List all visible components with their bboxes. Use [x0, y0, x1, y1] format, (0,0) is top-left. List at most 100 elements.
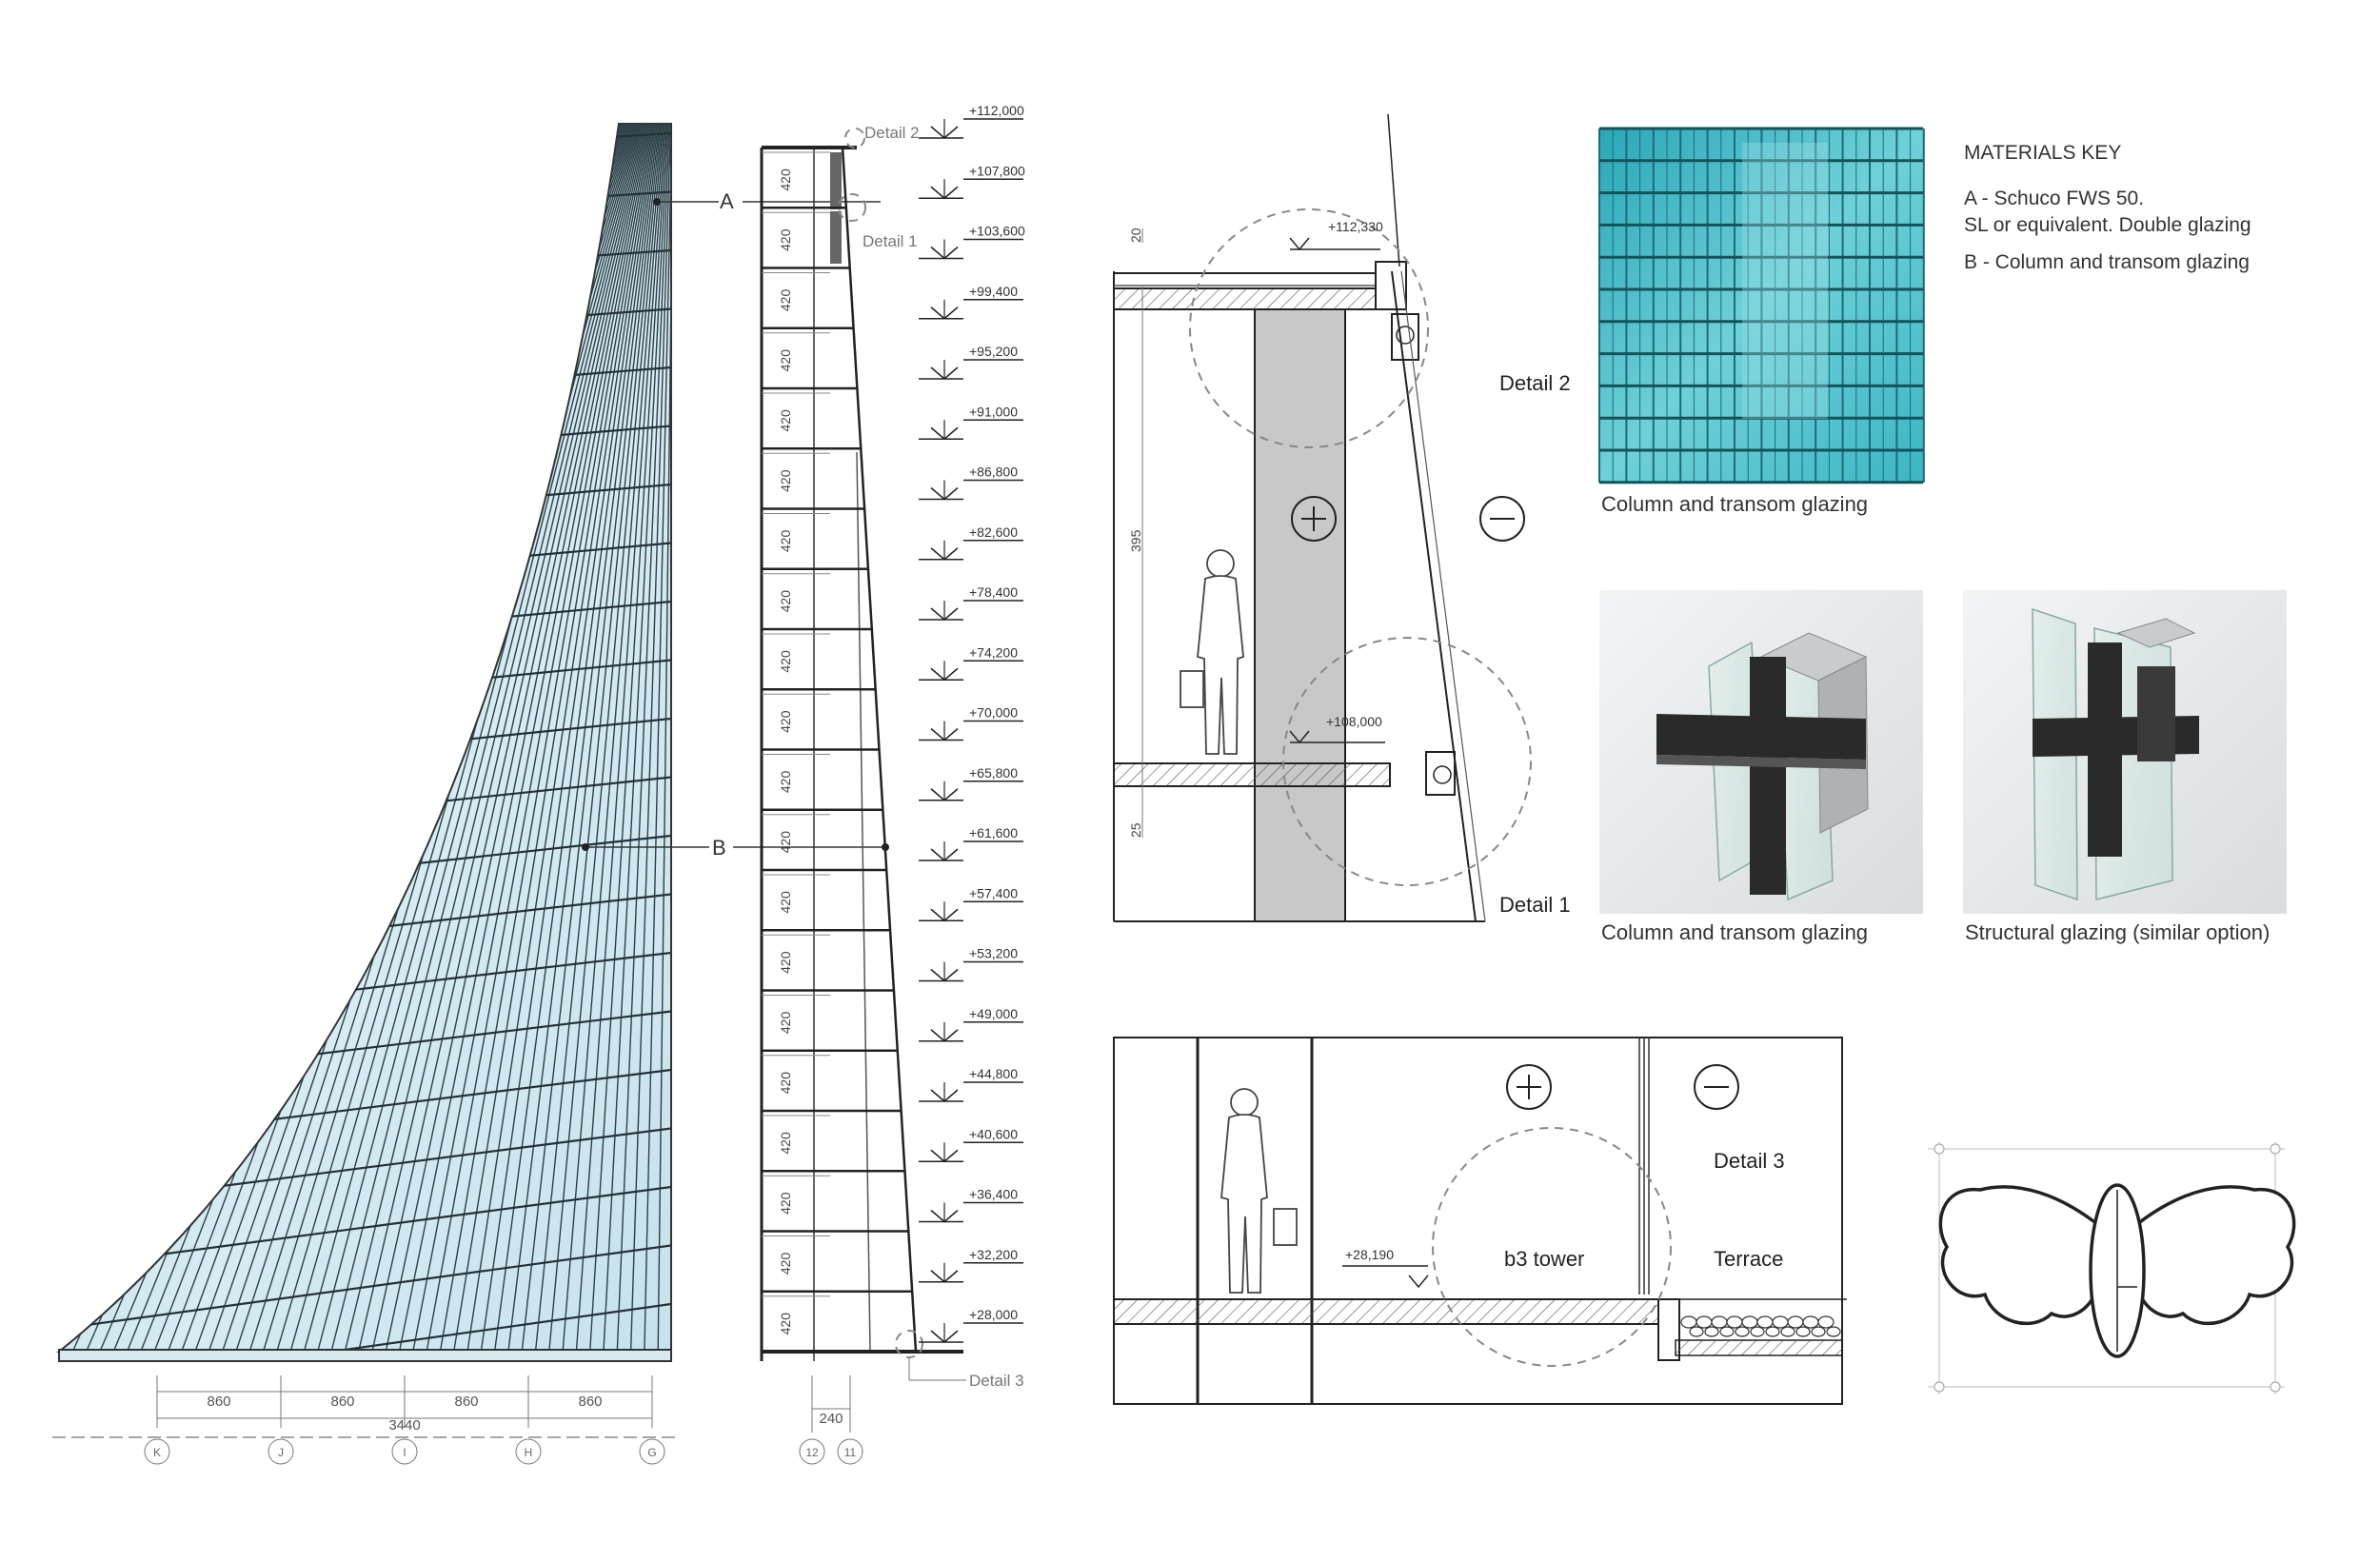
section-floors: 4204204204204204204204204204204204204204…: [762, 146, 913, 1334]
detail3-label: Detail 3: [1714, 1149, 1785, 1173]
detail-lower-floor-slab: [1113, 1298, 1659, 1325]
glass-photo-grid: [1598, 127, 1925, 484]
grid-bubble-h: H: [515, 1438, 542, 1465]
elevation-dimension-chain: 860 860 860 860 3440 K J I H: [144, 1375, 665, 1465]
level-label: +107,800: [969, 163, 1025, 178]
tower-mullion: [562, 124, 665, 1352]
level-label: +112,000: [969, 103, 1024, 118]
pebble: [1750, 1326, 1765, 1337]
tower-mullion: [453, 124, 656, 1352]
tower-transom: [59, 1302, 671, 1352]
detail-upper-minus-symbol: [1479, 496, 1525, 542]
keyplan-node-tl: [1934, 1143, 1945, 1155]
dim-upper-bottom: 25: [1128, 822, 1143, 838]
tower-glass-surface: [56, 123, 672, 1353]
curtainwall-top-extension: [1387, 113, 1400, 267]
pebble: [1772, 1315, 1789, 1329]
section-detail2-marker: [844, 128, 865, 148]
section-facade-inner: [856, 451, 871, 1353]
curtainwall-outer-line: [1391, 270, 1477, 922]
pebble: [1711, 1315, 1728, 1329]
figure-person-upper: [1180, 549, 1244, 755]
detail-upper-roof-slab: [1113, 287, 1391, 310]
render2-caption: Structural glazing (similar option): [1965, 920, 2270, 944]
section-floor-height-label: 420: [778, 831, 793, 854]
section-detail2-label: Detail 2: [864, 124, 920, 142]
level-label: +74,200: [969, 644, 1018, 660]
section-floor-height-label: 420: [778, 891, 793, 914]
level-label: +57,400: [969, 885, 1018, 900]
glass-photo-reflection: [1742, 143, 1828, 419]
pebble: [1811, 1326, 1826, 1337]
detail3-circle: [1432, 1127, 1672, 1367]
section-floor-height-label: 420: [778, 228, 793, 251]
dim-label-4: 860: [578, 1394, 602, 1410]
profile-render-structural: Structural glazing (similar option): [1963, 590, 2287, 944]
tower-transom: [59, 1244, 671, 1331]
section-floor-height-label: 420: [778, 951, 793, 974]
section-floor-height-label: 420: [778, 590, 793, 613]
pebble: [1802, 1315, 1819, 1329]
pebble: [1787, 1315, 1804, 1329]
tower-mullion: [480, 124, 658, 1352]
section-floor-height-label: 420: [778, 469, 793, 492]
section-floor-height-label: 420: [778, 771, 793, 794]
grid-bubble-k: K: [144, 1438, 170, 1465]
dim-upper-mid: 395: [1128, 529, 1143, 552]
pebble: [1696, 1315, 1713, 1329]
figure-person-lower: [1220, 1088, 1298, 1294]
tower-mullion: [412, 124, 652, 1352]
keyplan-node-bl: [1934, 1381, 1945, 1393]
tower-mullion: [426, 124, 653, 1352]
tower-mullion: [385, 124, 649, 1352]
keyplan-wing-right: [2131, 1185, 2296, 1326]
level-markers: +112,000+107,800+103,600+99,400+95,200+9…: [919, 103, 1025, 1343]
materials-line-a1: A - Schuco FWS 50.: [1964, 188, 2144, 209]
tower-mullion: [398, 124, 651, 1352]
materials-line-a2: SL or equivalent. Double glazing: [1964, 214, 2251, 236]
curtainwall-inner-line: [1400, 270, 1486, 922]
section-floor-height-label: 420: [778, 168, 793, 191]
pebble: [1817, 1315, 1835, 1329]
detail1-label: Detail 1: [1499, 893, 1571, 917]
detail-upper-section: 20 395 25 +112,330 +108,000 Detail 2 Det…: [1113, 113, 1571, 922]
detail-lower-frame: [1113, 1037, 1843, 1405]
level-label: +36,400: [969, 1187, 1018, 1202]
pebble: [1795, 1326, 1811, 1337]
materials-title: MATERIALS KEY: [1964, 142, 2121, 164]
level-label: +91,000: [969, 404, 1018, 419]
elev-label-108000: +108,000: [1326, 714, 1382, 729]
render1-caption: Column and transom glazing: [1601, 920, 1868, 944]
keyplan-node-br: [2270, 1381, 2281, 1393]
level-label: +86,800: [969, 465, 1018, 480]
detail-upper-column: [1254, 308, 1346, 922]
level-label: +65,800: [969, 765, 1018, 781]
section-detail1-marker: [838, 193, 866, 222]
tower-mullion: [657, 124, 671, 1352]
detail-upper-plus-symbol: [1291, 496, 1337, 542]
elev-label-28190: +28,190: [1345, 1247, 1394, 1262]
pebble: [1741, 1315, 1758, 1329]
glass-photo-caption: Column and transom glazing: [1601, 492, 1868, 516]
tower-mullion: [534, 124, 664, 1352]
grid-axis-11: 11: [844, 1446, 857, 1459]
pebble: [1719, 1326, 1735, 1337]
materials-key: MATERIALS KEY A - Schuco FWS 50. SL or e…: [1964, 142, 2251, 273]
level-label: +49,000: [969, 1006, 1018, 1021]
detail2-label: Detail 2: [1499, 371, 1571, 395]
section-floor-height-label: 420: [778, 1192, 793, 1215]
dim-upper-top: 20: [1128, 227, 1143, 243]
tower-mullion: [371, 124, 648, 1352]
level-label: +28,000: [969, 1307, 1018, 1322]
callout-a-dot: [653, 198, 661, 206]
dim-label-total: 3440: [388, 1417, 420, 1433]
section-parapet-lower: [830, 211, 842, 264]
pebble: [1680, 1315, 1697, 1329]
curtainwall-bracket-lower: [1425, 751, 1456, 796]
section-detail3-label: Detail 3: [969, 1372, 1024, 1390]
tower-base-band: [58, 1349, 672, 1362]
section-floor-height-label: 420: [778, 409, 793, 432]
level-label: +61,600: [969, 825, 1018, 840]
terrace-label: Terrace: [1714, 1247, 1783, 1271]
pebble: [1704, 1326, 1719, 1337]
